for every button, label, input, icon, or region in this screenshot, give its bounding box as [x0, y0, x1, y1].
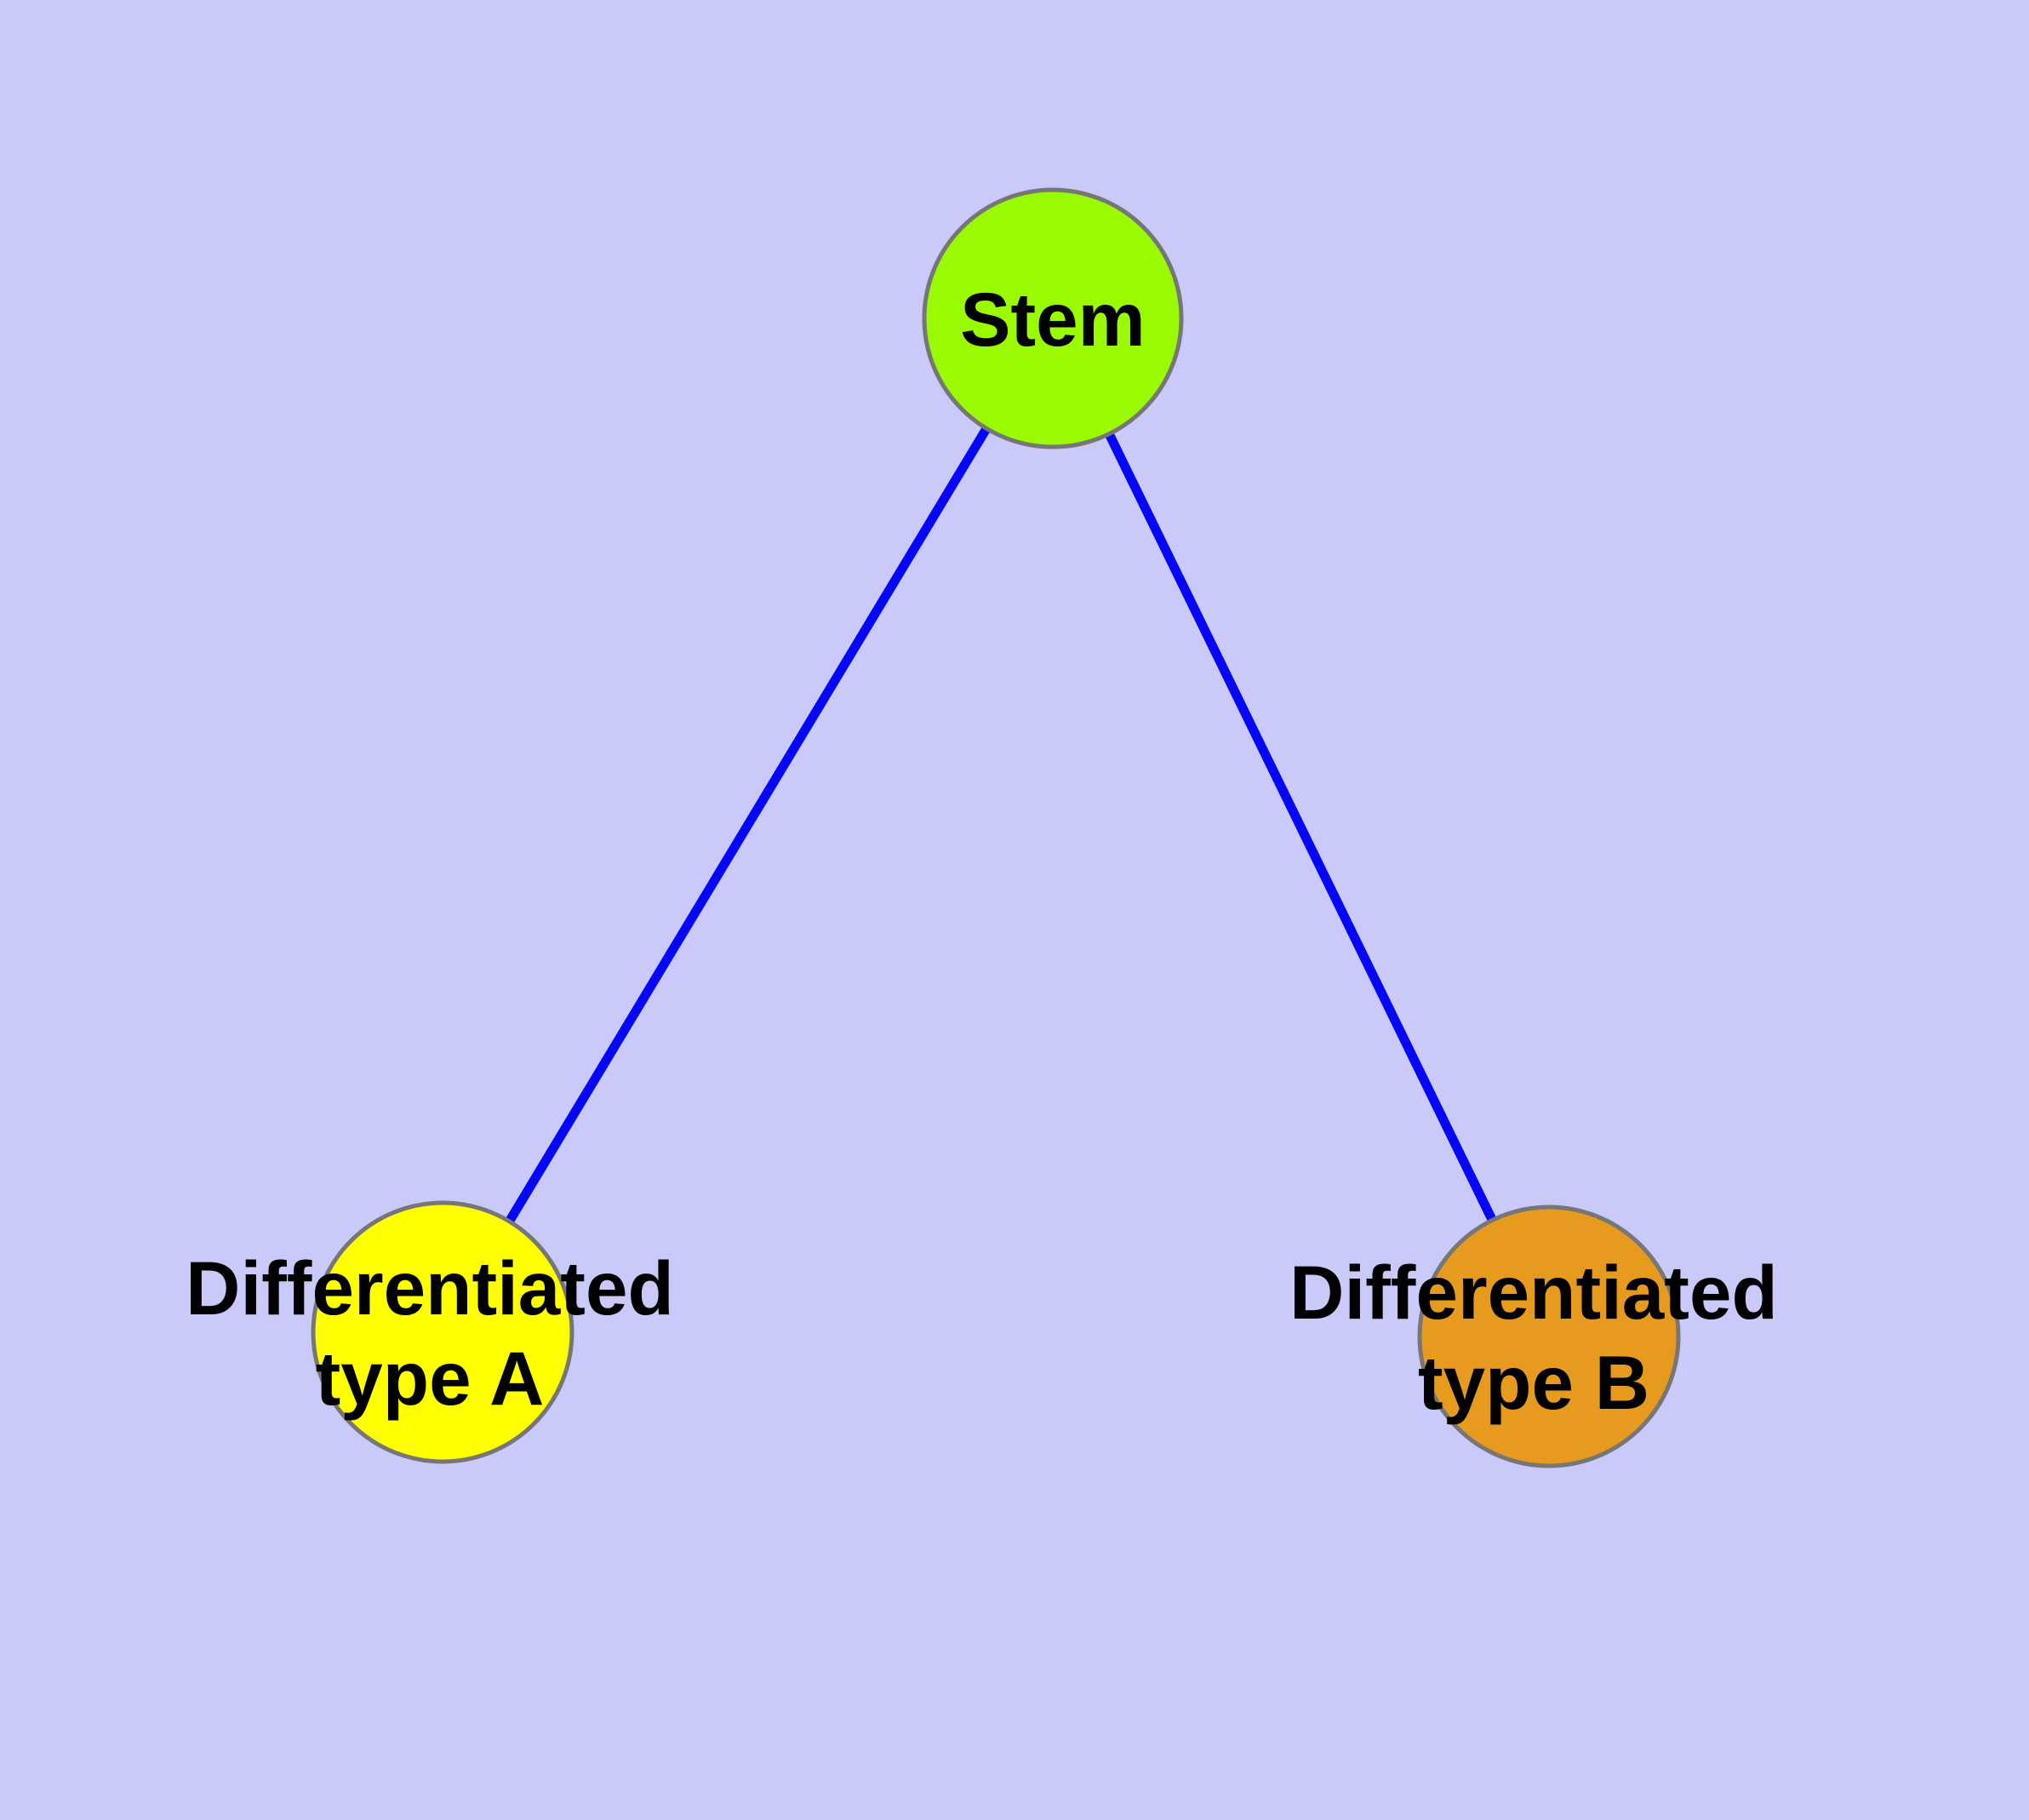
node-type-b[interactable]	[1417, 1205, 1681, 1468]
node-stem[interactable]	[922, 187, 1184, 449]
edge-stem-to-type-a	[438, 316, 1057, 1335]
node-type-a[interactable]	[311, 1200, 574, 1464]
node-stem-label: Stem	[960, 277, 1146, 362]
edge-stem-to-type-b	[1049, 316, 1553, 1339]
